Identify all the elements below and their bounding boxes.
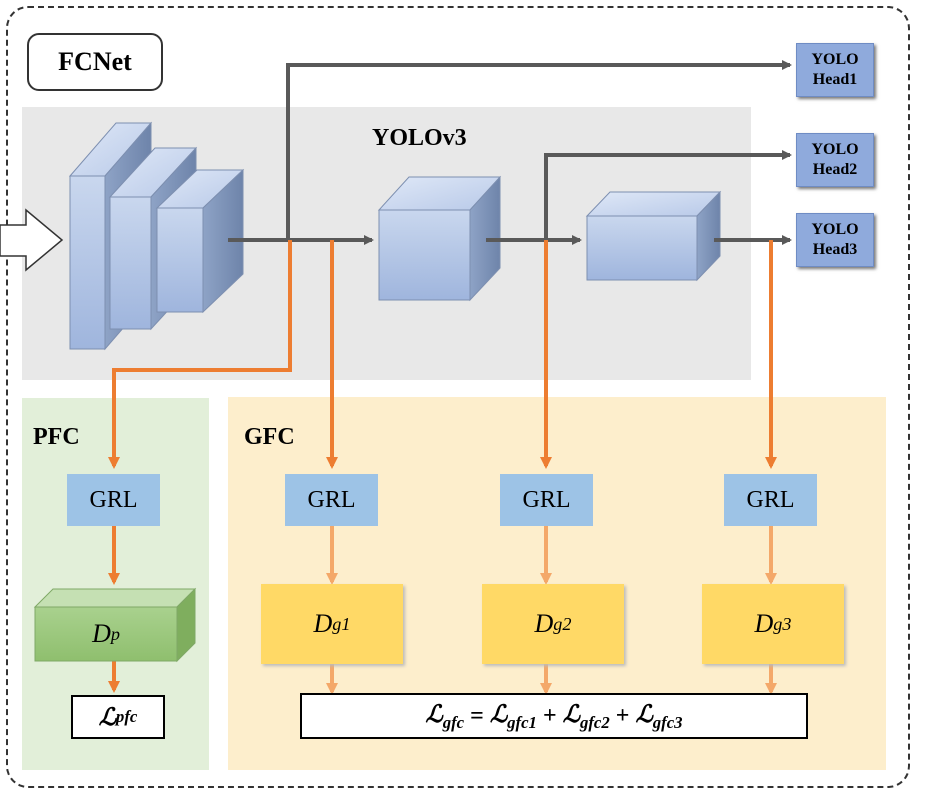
- gfc-loss-term-1: ℒgfc1: [490, 700, 537, 733]
- feature-cube-3: [585, 190, 722, 282]
- gfc-loss-term-1-base: ℒ: [489, 701, 508, 728]
- gfc-loss-lhs-base: ℒ: [425, 701, 443, 728]
- gfc-loss-term-1-sub: gfc1: [507, 712, 537, 732]
- dp-label-base: D: [92, 619, 111, 648]
- gfc-loss-plus-2: +: [615, 702, 630, 729]
- feature-branch-arrows: [108, 240, 777, 693]
- backbone-slab-3: [155, 168, 245, 314]
- gfc-loss-term-2-base: ℒ: [562, 701, 580, 728]
- pfc-grl: GRL: [67, 474, 160, 526]
- gfc-flow-arrows: [326, 526, 777, 695]
- yolo-head-2-line1: YOLO: [811, 141, 859, 158]
- dg3-sub: g3: [773, 613, 792, 634]
- gfc-loss-box: ℒgfc = ℒgfc1 + ℒgfc2 + ℒgfc3: [300, 693, 808, 739]
- fcnet-frame: [6, 6, 910, 788]
- dp-block: [33, 587, 197, 663]
- yolo-head-2: YOLO Head2: [796, 133, 874, 187]
- yolo-head-3-line1: YOLO: [811, 221, 859, 238]
- yolov3-label: YOLOv3: [372, 125, 467, 151]
- dg2-base: D: [534, 609, 554, 638]
- gfc-loss-lhs-sub: gfc: [442, 712, 465, 732]
- yolo-head-3: YOLO Head3: [796, 213, 874, 267]
- gfc-loss-term-3-sub: gfc3: [652, 712, 683, 732]
- gfc-grl-2: GRL: [500, 474, 593, 526]
- pfc-loss-sub: pfc: [115, 707, 138, 726]
- gfc-loss-term-2: ℒgfc2: [563, 700, 610, 733]
- dg2-sub: g2: [553, 613, 572, 634]
- gfc-loss-eq: =: [470, 702, 484, 729]
- dg1-sub: g1: [332, 613, 351, 634]
- pfc-label: PFC: [33, 424, 80, 450]
- gfc-label: GFC: [244, 424, 295, 450]
- yolo-head-2-line2: Head2: [812, 161, 858, 178]
- gfc-loss-term-3: ℒgfc3: [635, 700, 682, 733]
- gfc-loss-term-3-base: ℒ: [635, 701, 653, 728]
- gfc-grl-3: GRL: [724, 474, 817, 526]
- dg3-base: D: [754, 609, 774, 638]
- dp-label-sub: p: [110, 623, 120, 644]
- yolo-head-1: YOLO Head1: [796, 43, 874, 97]
- gfc-grl-1: GRL: [285, 474, 378, 526]
- gfc-loss-lhs: ℒgfc: [425, 700, 464, 733]
- fcnet-title: FCNet: [27, 33, 163, 91]
- backbone-flow-arrows: [228, 60, 792, 245]
- gfc-loss-plus-1: +: [542, 702, 557, 729]
- yolo-head-1-line1: YOLO: [811, 51, 859, 68]
- dg1-base: D: [313, 609, 333, 638]
- feature-cube-2: [377, 175, 502, 302]
- pfc-loss-base: ℒ: [98, 704, 116, 731]
- gfc-loss-term-2-sub: gfc2: [579, 712, 610, 732]
- yolo-head-3-line2: Head3: [812, 241, 858, 258]
- input-arrow: [0, 208, 64, 272]
- yolo-head-1-line2: Head1: [812, 71, 858, 88]
